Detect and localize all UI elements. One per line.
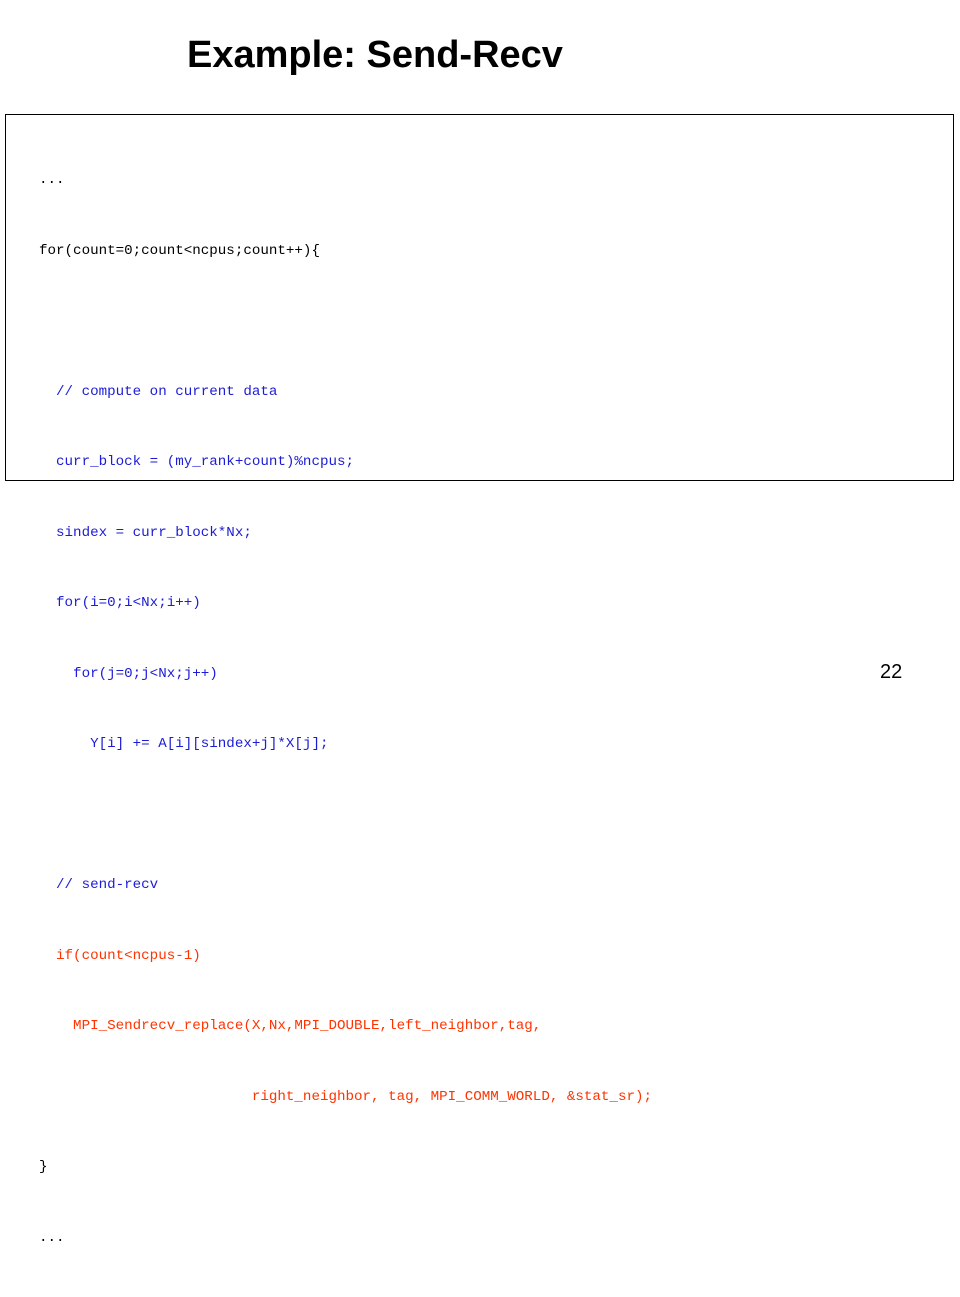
code-line: for(i=0;i<Nx;i++) — [39, 595, 201, 611]
slide-title: Example: Send-Recv — [187, 34, 563, 76]
code-line: Y[i] += A[i][sindex+j]*X[j]; — [39, 736, 329, 752]
code-line: ... — [39, 172, 65, 188]
code-line: MPI_Sendrecv_replace(X,Nx,MPI_DOUBLE,lef… — [39, 1018, 542, 1034]
code-line: for(count=0;count<ncpus;count++){ — [39, 242, 320, 259]
code-line: sindex = curr_block*Nx; — [39, 524, 252, 541]
code-line: // send-recv — [39, 877, 159, 893]
code-line: for(j=0;j<Nx;j++) — [39, 665, 218, 682]
code-line: } — [39, 1159, 48, 1175]
code-listing: ... for(count=0;count<ncpus;count++){ //… — [39, 122, 652, 1297]
code-line — [39, 310, 652, 334]
code-line: right_neighbor, tag, MPI_COMM_WORLD, &st… — [39, 1088, 652, 1105]
code-line: // compute on current data — [39, 383, 278, 400]
code-line — [39, 804, 652, 828]
code-line: curr_block = (my_rank+count)%ncpus; — [39, 454, 355, 470]
code-line: ... — [39, 1229, 65, 1246]
page-number: 22 — [880, 661, 903, 683]
code-line: if(count<ncpus-1) — [39, 947, 201, 964]
code-box: ... for(count=0;count<ncpus;count++){ //… — [5, 114, 954, 1246]
